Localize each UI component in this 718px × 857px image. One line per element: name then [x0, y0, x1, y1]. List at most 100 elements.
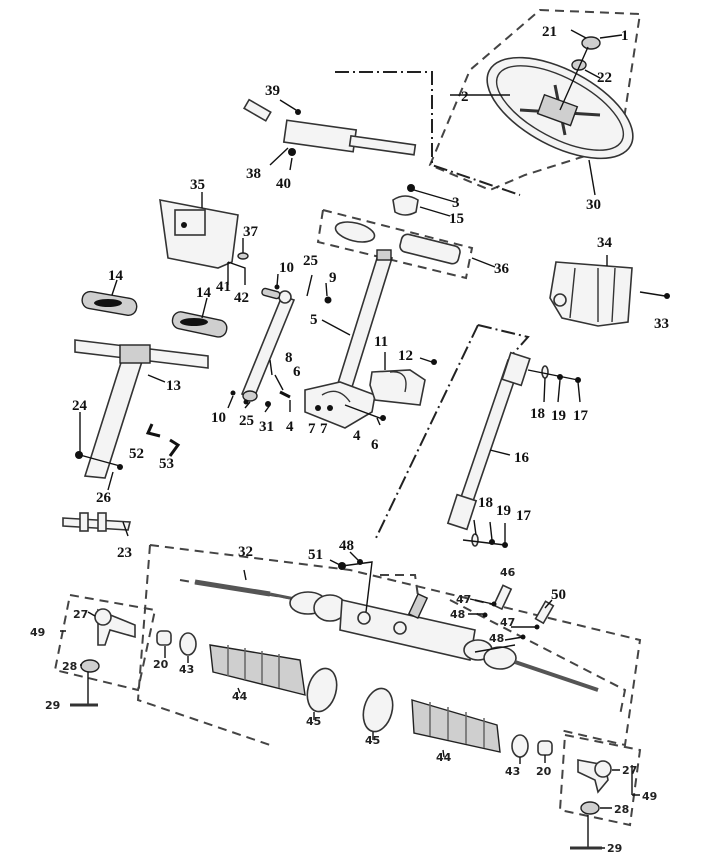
- column-cover-34: [549, 261, 633, 327]
- callout-53: 53: [159, 456, 174, 472]
- grip-14-left: [81, 290, 138, 316]
- callout-10-bottom: 10: [211, 410, 226, 426]
- callout-8: 8: [285, 350, 293, 366]
- callout-24: 24: [72, 398, 88, 414]
- rack-group-outline: [136, 544, 642, 747]
- callout-19-top: 19: [551, 408, 566, 424]
- boot-44-left: [209, 644, 306, 696]
- callout-42: 42: [234, 290, 249, 306]
- callout-20-right: 20: [536, 765, 552, 778]
- nut-26: [117, 464, 123, 470]
- jam-nut-20-right: [537, 740, 553, 756]
- steering-wheel-group-outline: [428, 8, 642, 192]
- callout-11: 11: [374, 334, 388, 350]
- callout-44-right: 44: [436, 751, 452, 764]
- callout-29-left: 29: [45, 699, 60, 712]
- tilt-handle-13: [74, 339, 209, 479]
- callout-34: 34: [597, 235, 613, 251]
- callout-12: 12: [398, 348, 413, 364]
- bolt-46: [492, 584, 513, 611]
- callout-30: 30: [586, 197, 601, 213]
- screw-3: [407, 184, 415, 192]
- callout-25-top: 25: [303, 253, 318, 269]
- intermediate-shaft-group-outline: [375, 324, 530, 539]
- callout-7-a: 7: [308, 421, 316, 437]
- callout-27-right: 27: [622, 764, 637, 777]
- horn-cap: [581, 36, 601, 50]
- callout-1: 1: [621, 28, 629, 44]
- callout-38: 38: [246, 166, 261, 182]
- tie-rod-end-27-left: [80, 608, 136, 673]
- callout-28-left: 28: [62, 660, 77, 673]
- callout-35: 35: [190, 177, 205, 193]
- callout-36: 36: [494, 261, 510, 277]
- callout-31: 31: [259, 419, 274, 435]
- intermediate-shaft-16: [446, 351, 531, 531]
- callout-39: 39: [265, 83, 280, 99]
- callout-48-b: 48: [489, 632, 504, 645]
- callout-49-right: 49: [642, 790, 657, 803]
- tie-rod-end-27-right: [577, 759, 612, 815]
- callout-2: 2: [461, 89, 469, 105]
- callout-48-a: 48: [450, 608, 465, 621]
- bolt-24: [75, 451, 83, 459]
- cover-11: [369, 369, 426, 406]
- callout-14-right: 14: [196, 285, 212, 301]
- callout-23: 23: [117, 545, 132, 561]
- callout-7-b: 7: [320, 421, 328, 437]
- rack-right-sub-outline: [380, 574, 627, 716]
- callout-46: 46: [500, 566, 516, 579]
- callout-5: 5: [310, 312, 318, 328]
- callout-19-bottom: 19: [496, 503, 511, 519]
- spring-pins-52-53: [145, 423, 181, 457]
- tie-rod-end-right-outline: [558, 733, 642, 827]
- steering-rack: [194, 579, 599, 692]
- callout-3: 3: [452, 195, 460, 211]
- callout-25-bottom: 25: [239, 413, 254, 429]
- column-switch-link-outline: [335, 71, 521, 196]
- clamp-43-left: [179, 632, 197, 656]
- callout-47-b: 47: [500, 616, 515, 629]
- tie-rod-end-left-outline: [53, 593, 157, 692]
- callout-27-left: 27: [73, 608, 88, 621]
- bearing-36: [334, 221, 461, 265]
- callout-13: 13: [166, 378, 181, 394]
- callout-43-left: 43: [179, 663, 194, 676]
- callout-41: 41: [216, 279, 231, 295]
- callout-51: 51: [308, 547, 323, 563]
- callout-47-a: 47: [456, 593, 471, 606]
- grip-14-right: [171, 311, 228, 338]
- bushing-15: [392, 195, 419, 216]
- callout-43-right: 43: [505, 765, 520, 778]
- bracket-23: [62, 512, 132, 532]
- callout-44-left: 44: [232, 690, 248, 703]
- clamp-43-right: [511, 734, 529, 758]
- callout-17-top: 17: [573, 408, 589, 424]
- callout-17-bottom: 17: [516, 508, 532, 524]
- callout-45-left: 45: [306, 715, 321, 728]
- gas-strut-8: [240, 290, 296, 402]
- upper-column-group-outline: [316, 208, 474, 280]
- boot-44-right: [411, 699, 501, 753]
- callout-4-right: 4: [353, 428, 361, 444]
- callout-33: 33: [654, 316, 669, 332]
- steering-wheel: [486, 56, 634, 160]
- callout-6-left: 6: [293, 364, 301, 380]
- callout-48-top: 48: [339, 538, 354, 554]
- callout-18-top: 18: [530, 406, 545, 422]
- callout-45-right: 45: [365, 734, 380, 747]
- callout-15: 15: [449, 211, 464, 227]
- callout-28-right: 28: [614, 803, 629, 816]
- callout-14-left: 14: [108, 268, 124, 284]
- callout-10-top: 10: [279, 260, 294, 276]
- clamp-45-left: [306, 667, 338, 713]
- column-bracket: [304, 381, 376, 429]
- screw-37: [237, 252, 249, 260]
- callout-22: 22: [597, 70, 612, 86]
- bushing-10-top: [261, 287, 281, 300]
- wheel-nut: [571, 59, 587, 71]
- callout-50: 50: [551, 587, 566, 603]
- callout-9: 9: [329, 270, 337, 286]
